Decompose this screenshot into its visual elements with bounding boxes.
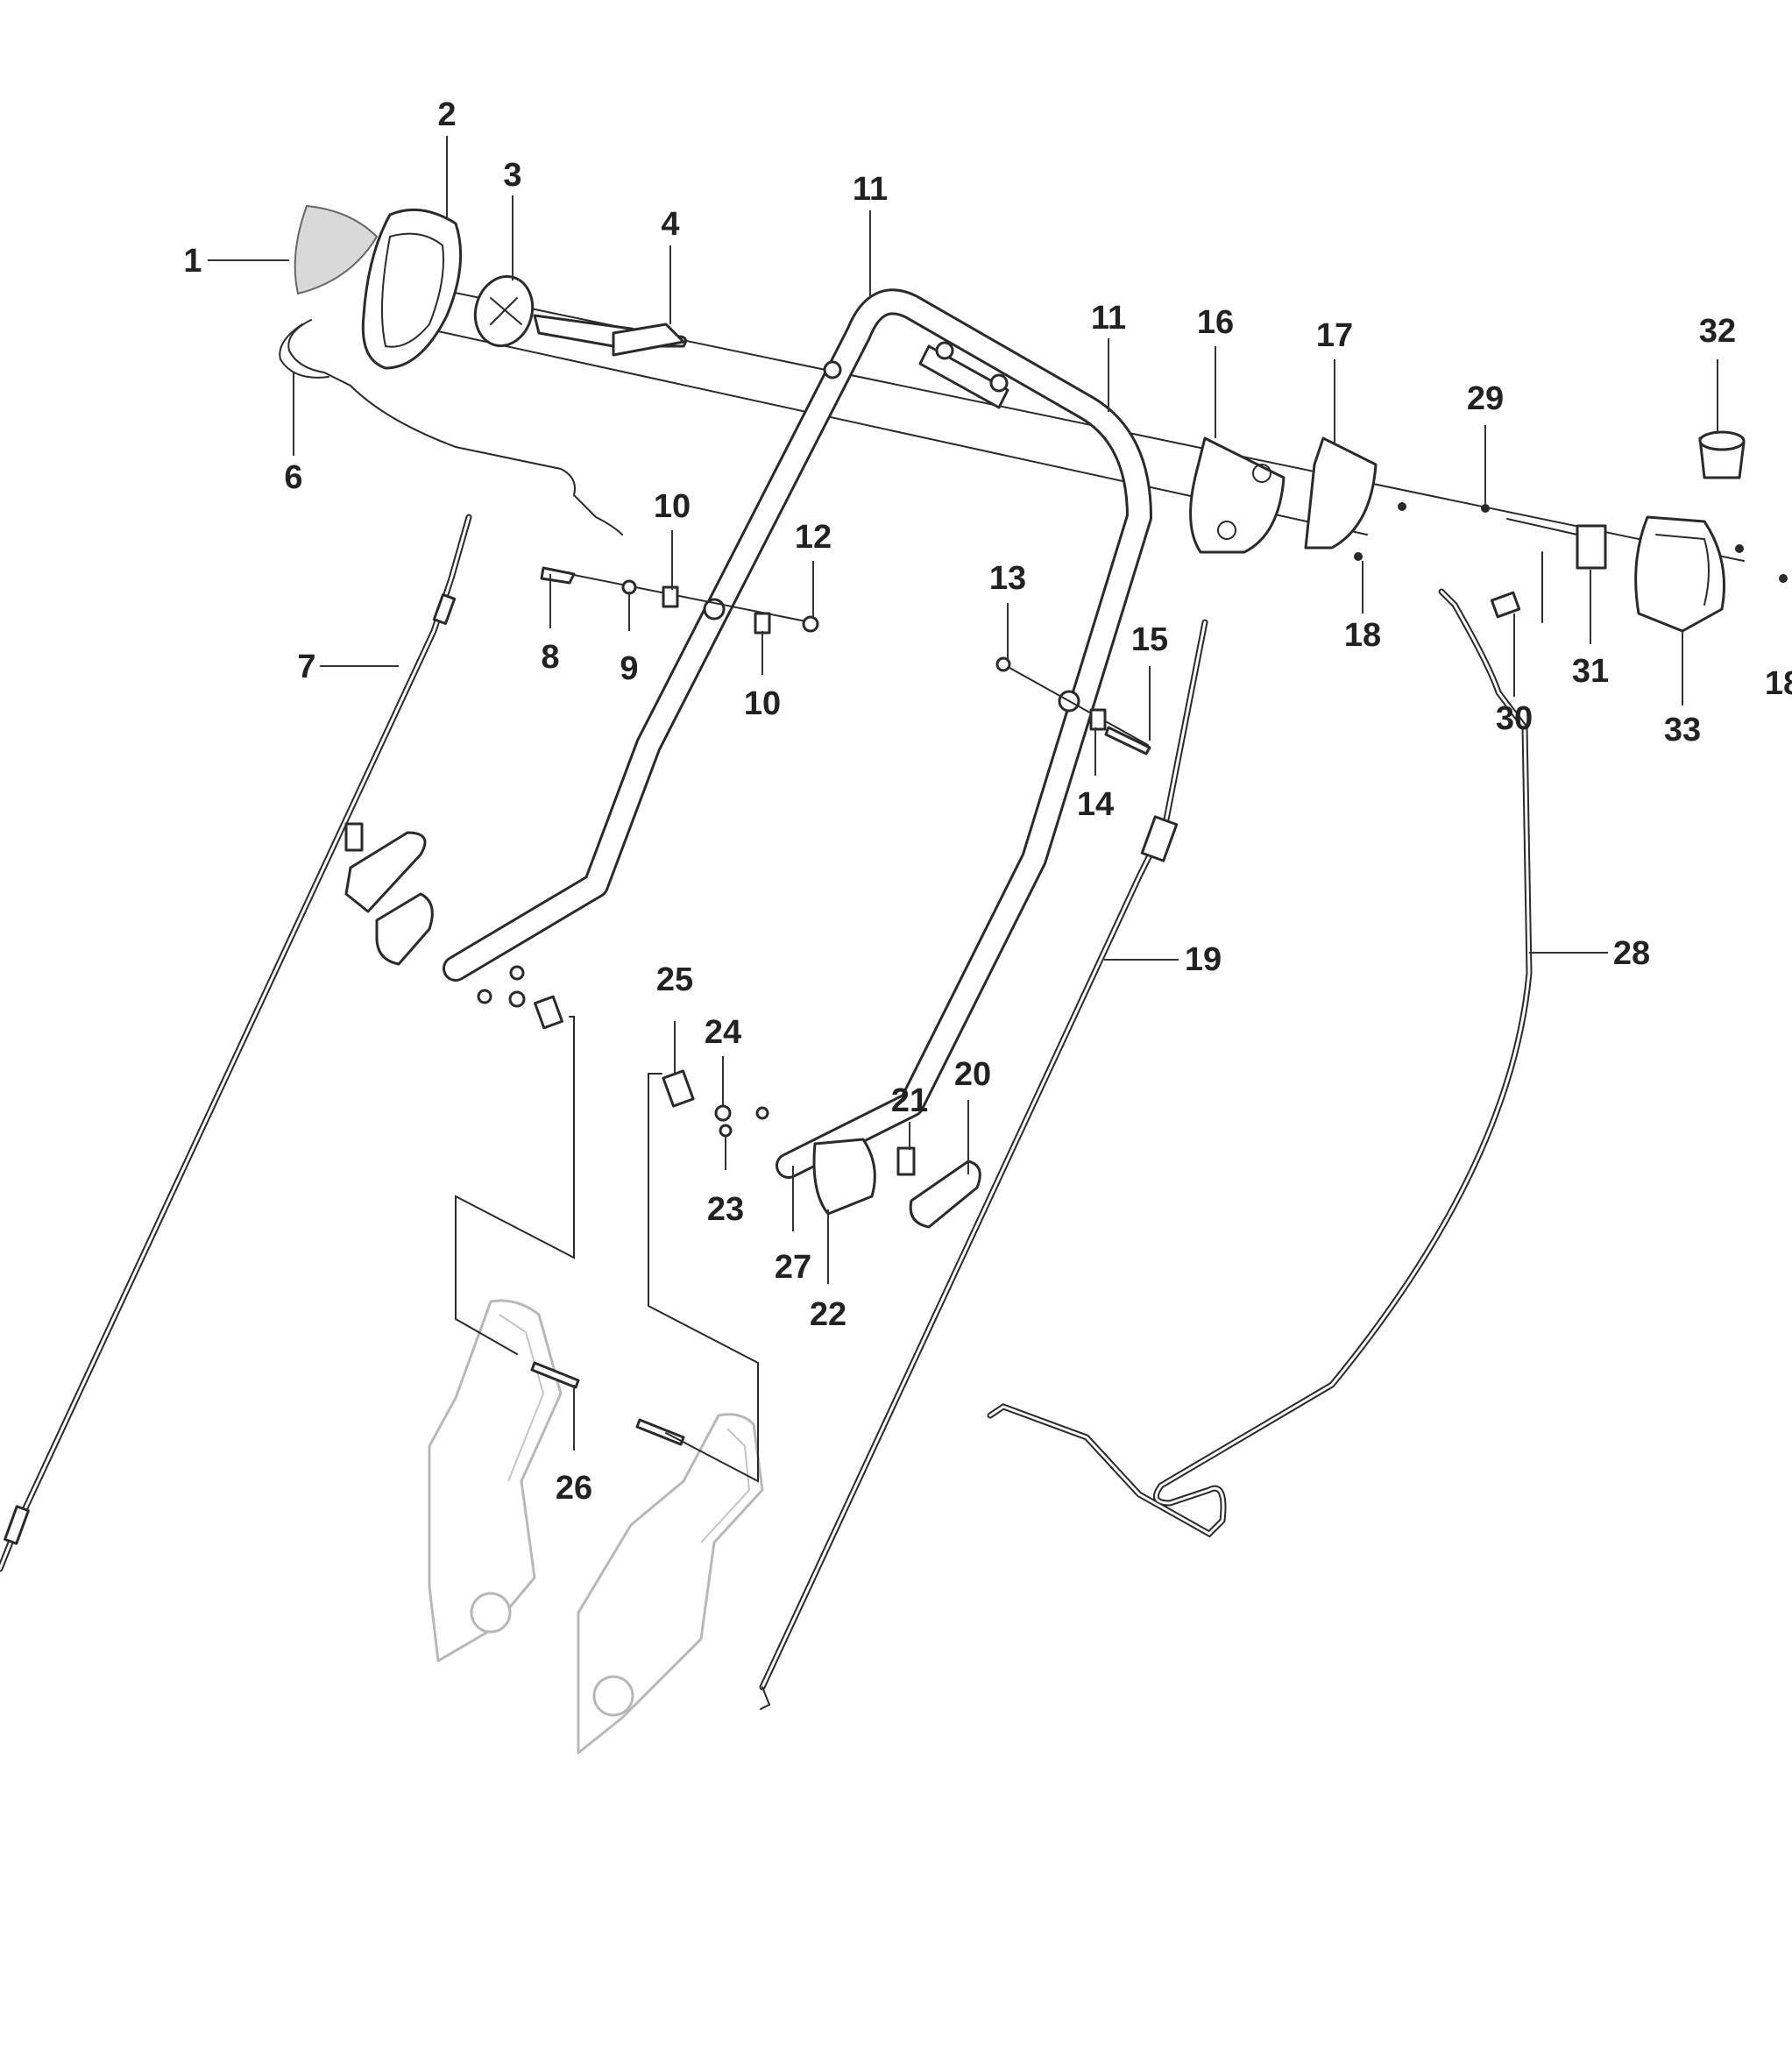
knob bbox=[473, 274, 535, 348]
callout-10-lower: 10 bbox=[744, 685, 781, 722]
callout-11-right: 11 bbox=[1091, 300, 1126, 337]
subassembly-frames bbox=[455, 1016, 759, 1483]
callout-9: 9 bbox=[620, 650, 638, 687]
callout-31: 31 bbox=[1572, 653, 1609, 690]
lever bbox=[533, 314, 687, 357]
hardware-top-left bbox=[540, 566, 819, 635]
callout-33: 33 bbox=[1664, 712, 1701, 748]
callout-6: 6 bbox=[284, 459, 302, 496]
callout-22: 22 bbox=[810, 1296, 846, 1333]
left-clamp bbox=[344, 822, 563, 1030]
callout-20: 20 bbox=[954, 1056, 991, 1093]
callout-12: 12 bbox=[795, 519, 832, 556]
callout-leaders bbox=[208, 136, 1718, 1451]
lower-bracket-left bbox=[428, 1299, 563, 1663]
callout-21: 21 bbox=[891, 1082, 928, 1119]
right-clamp bbox=[662, 1069, 981, 1229]
callout-3: 3 bbox=[503, 157, 521, 194]
hardware-right bbox=[995, 656, 1151, 755]
callout-19: 19 bbox=[1185, 941, 1222, 978]
bail-rod bbox=[279, 319, 623, 536]
callout-27: 27 bbox=[775, 1249, 811, 1286]
callout-1: 1 bbox=[183, 243, 202, 280]
callout-18-left: 18 bbox=[1344, 617, 1381, 654]
bracket-16 bbox=[1189, 436, 1286, 554]
callout-28: 28 bbox=[1613, 935, 1650, 972]
callout-15: 15 bbox=[1131, 621, 1168, 658]
screws-18 bbox=[1354, 502, 1788, 583]
callout-25: 25 bbox=[656, 961, 693, 998]
callout-8: 8 bbox=[541, 639, 559, 676]
callout-23: 23 bbox=[707, 1191, 744, 1228]
callout-13: 13 bbox=[989, 560, 1026, 597]
handle-bar bbox=[443, 288, 1152, 1179]
lower-bracket-right bbox=[577, 1413, 764, 1755]
brake-cable bbox=[759, 619, 1208, 1710]
callout-11-top: 11 bbox=[853, 171, 888, 208]
cover-17 bbox=[1304, 436, 1378, 550]
callout-30: 30 bbox=[1496, 700, 1533, 737]
grip-cover bbox=[294, 204, 379, 295]
control-housing bbox=[361, 208, 463, 370]
callout-14: 14 bbox=[1077, 786, 1114, 823]
callout-18-right: 18 bbox=[1765, 665, 1792, 702]
callout-4: 4 bbox=[661, 206, 679, 243]
callout-26: 26 bbox=[556, 1470, 592, 1507]
callout-labels: 1 2 3 4 6 7 8 9 10 10 11 11 12 13 14 15 … bbox=[183, 96, 1792, 1507]
callout-24: 24 bbox=[705, 1014, 741, 1051]
throttle-cable bbox=[0, 514, 472, 1572]
switch-assembly bbox=[1481, 504, 1607, 623]
callout-32: 32 bbox=[1699, 313, 1736, 350]
callout-29: 29 bbox=[1467, 380, 1504, 417]
bolts-26 bbox=[530, 1361, 685, 1446]
callout-2: 2 bbox=[437, 96, 456, 133]
callout-16: 16 bbox=[1197, 304, 1234, 341]
wire-harness bbox=[987, 588, 1533, 1538]
switch-housing bbox=[1634, 515, 1725, 633]
callout-7: 7 bbox=[297, 649, 315, 685]
callout-10-upper: 10 bbox=[654, 488, 691, 525]
callout-17: 17 bbox=[1316, 317, 1353, 354]
cap bbox=[1698, 430, 1746, 479]
